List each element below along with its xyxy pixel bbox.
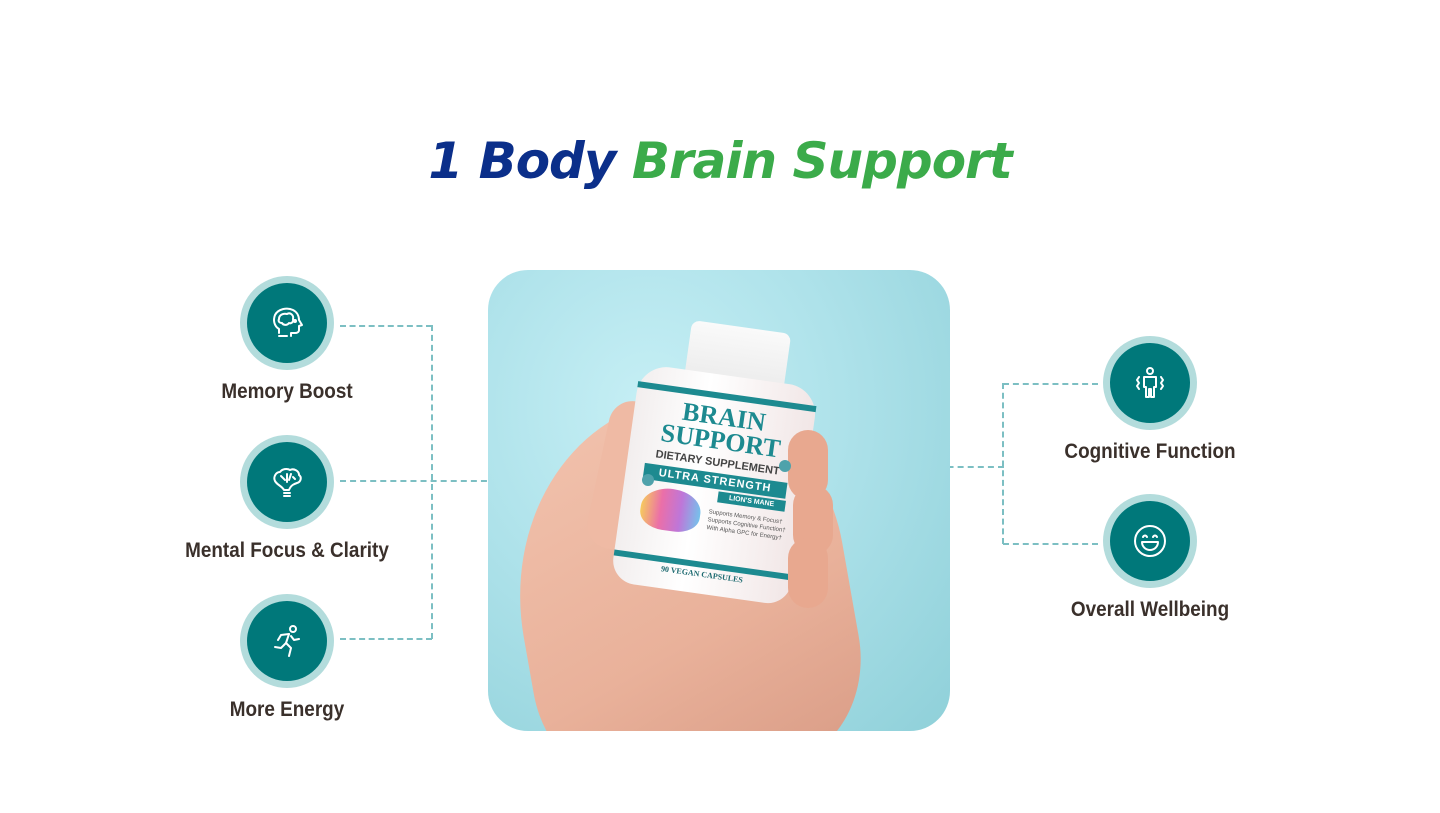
feature-overall-wellbeing: Overall Wellbeing: [1030, 494, 1270, 622]
page-title: 1 Body Brain Support: [0, 132, 1440, 190]
feature-memory-boost: Memory Boost: [167, 276, 407, 404]
feature-mental-focus: Mental Focus & Clarity: [167, 435, 407, 563]
bottle-bullets: Supports Memory & Focus† Supports Cognit…: [705, 509, 786, 542]
connector-line: [1003, 383, 1098, 385]
connector-dot: [642, 474, 654, 486]
connector-line: [340, 638, 432, 640]
feature-more-energy: More Energy: [167, 594, 407, 722]
title-product: Brain Support: [631, 132, 1013, 190]
title-brand: 1 Body: [428, 132, 616, 190]
person-vibration-icon: [1136, 367, 1164, 398]
connector-line: [431, 325, 433, 639]
running-person-icon: [274, 625, 300, 657]
head-brain-icon: [273, 307, 303, 337]
connector-line: [1003, 543, 1098, 545]
feature-cognitive-function: Cognitive Function: [1030, 336, 1270, 464]
connector-dot: [779, 460, 791, 472]
brain-graphic: [637, 484, 704, 535]
product-photo: BRAIN SUPPORT DIETARY SUPPLEMENT ULTRA S…: [488, 270, 950, 731]
finger: [788, 538, 828, 608]
connector-line: [340, 325, 432, 327]
connector-line: [1002, 383, 1004, 544]
brain-bulb-icon: [273, 467, 302, 497]
smiley-icon: [1134, 525, 1166, 557]
